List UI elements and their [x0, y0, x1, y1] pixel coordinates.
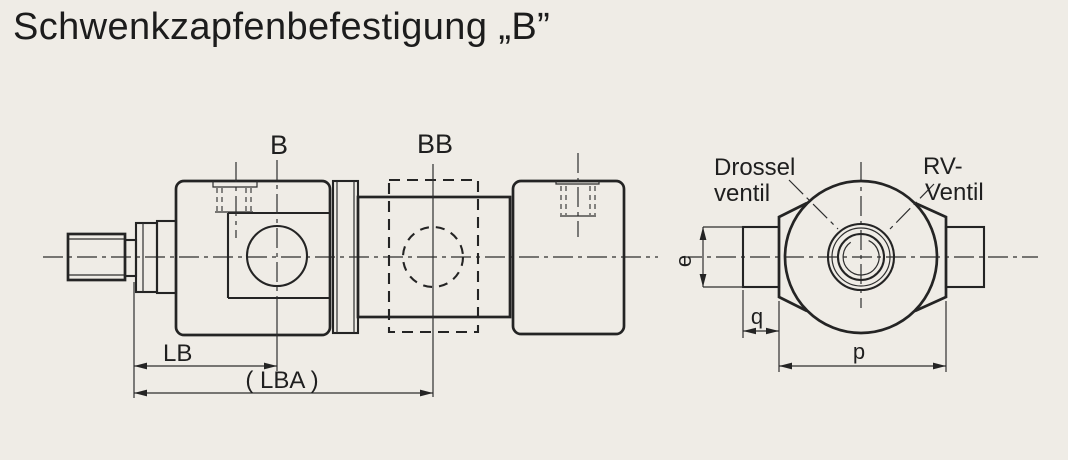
- throttle-valve-leader-line: [788, 179, 839, 230]
- rod-neck: [123, 238, 138, 278]
- side-view: B BB LB ( LBA ): [43, 129, 658, 398]
- dimension-q: q: [742, 290, 780, 338]
- pin-b-label: B: [270, 130, 288, 160]
- check-valve-leader-line: [889, 183, 935, 230]
- check-valve-callout: RV- Ventil: [889, 153, 984, 230]
- trunnion-pin-left: [703, 225, 781, 289]
- front-head-block: [174, 179, 332, 337]
- throttle-valve-callout: Drossel ventil: [714, 154, 839, 230]
- throttle-valve-label-line1: Drossel: [714, 154, 795, 181]
- cylinder-tube: [356, 195, 512, 319]
- rod-end-rings: [826, 222, 896, 292]
- trunnion-boss-outline: [226, 211, 330, 300]
- dimension-e: e: [671, 227, 707, 287]
- dimension-q-label: q: [751, 304, 763, 329]
- pin-bb-label: BB: [417, 129, 453, 159]
- throttle-valve-label-line2: ventil: [714, 180, 770, 207]
- dimension-p: p: [778, 301, 947, 372]
- check-valve-label-line2: Ventil: [925, 179, 984, 206]
- rear-head-block: [511, 179, 626, 336]
- page-title: Schwenkzapfenbefestigung „B”: [13, 6, 551, 48]
- front-view: e q p Dross: [671, 153, 1038, 372]
- rear-port: [555, 153, 600, 237]
- dimension-lba-label: ( LBA ): [245, 367, 318, 394]
- dimension-p-label: p: [853, 339, 865, 364]
- trunnion-pin-hole-b: [245, 224, 309, 288]
- front-port: [212, 162, 258, 238]
- dimension-lba: ( LBA ): [134, 367, 433, 397]
- rod-thread-arc: [842, 240, 880, 276]
- check-valve-label-line1: RV-: [923, 153, 963, 180]
- dimension-lb-label: LB: [163, 340, 192, 367]
- trunnion-pin-right: [944, 225, 986, 289]
- gland-ring-band: [331, 179, 360, 335]
- dimension-e-label: e: [671, 255, 696, 267]
- dimension-lb: LB: [133, 282, 277, 398]
